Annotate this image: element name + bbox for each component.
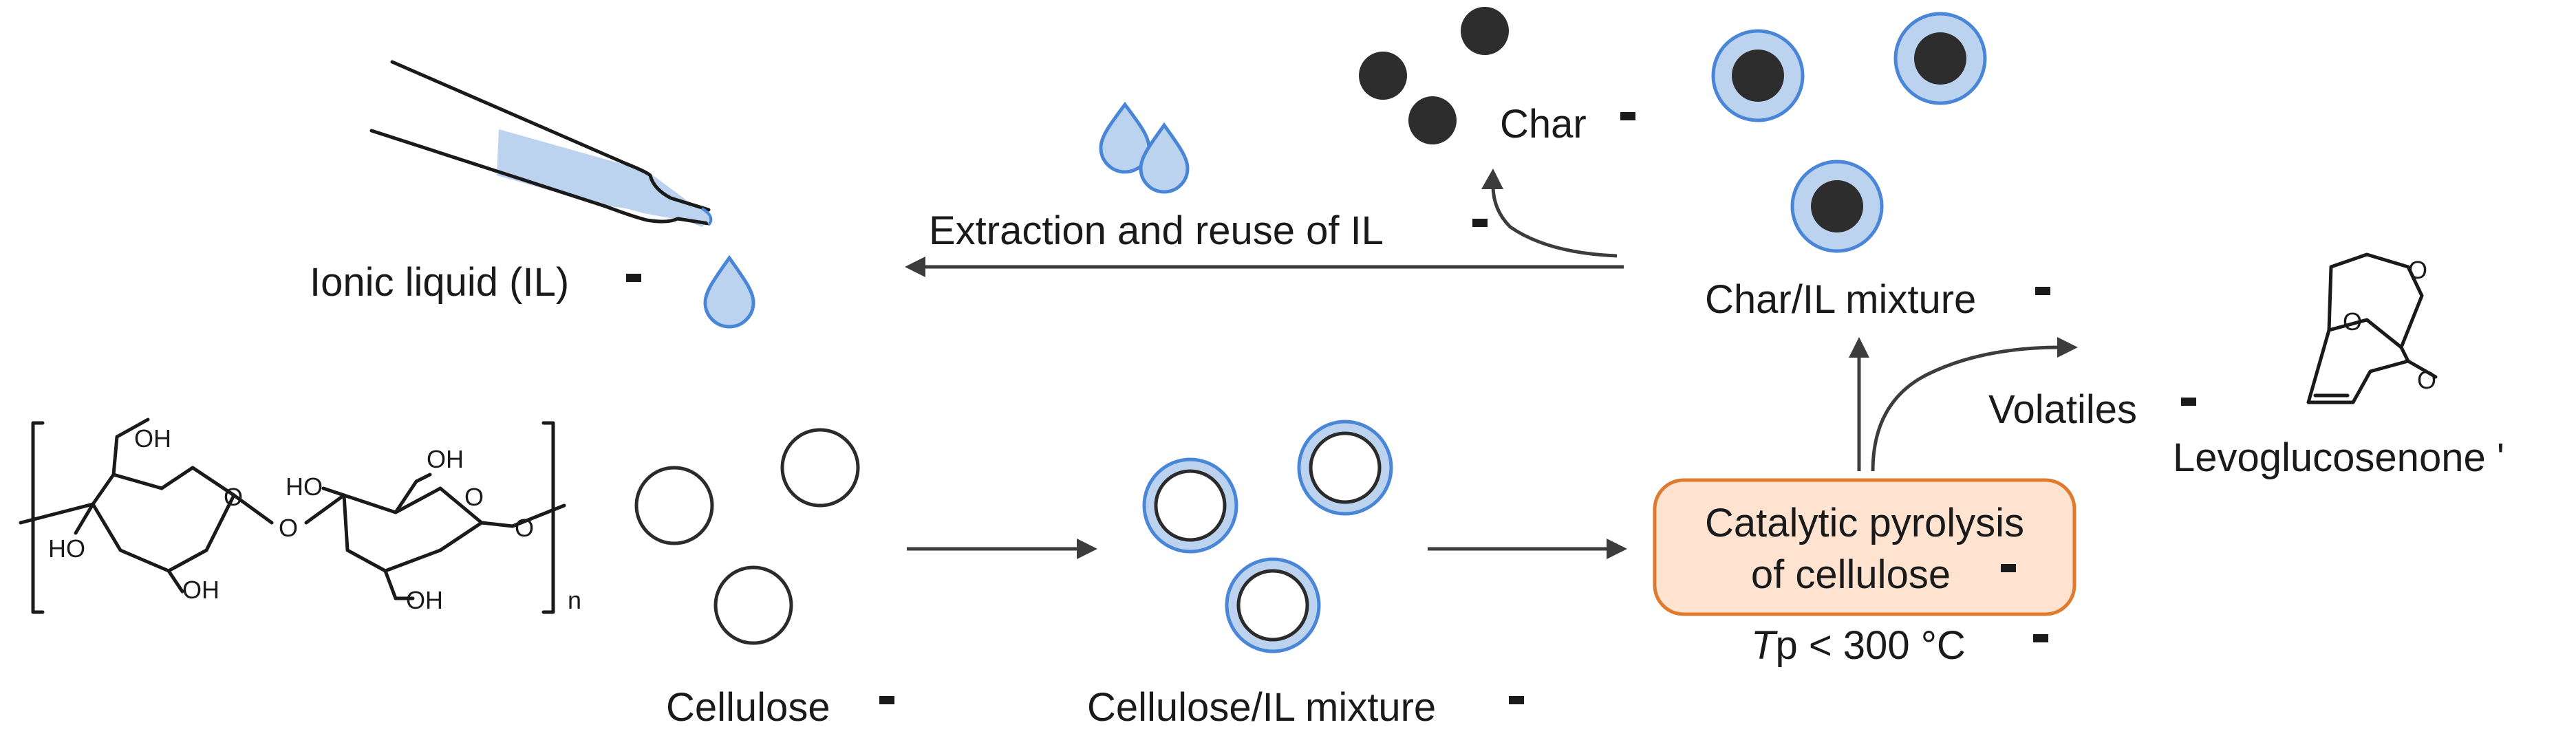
cellulose-particle (780, 428, 860, 508)
reference-marker (1509, 696, 1524, 704)
label-cellulose-il-mixture: Cellulose/IL mixture (1087, 685, 1436, 730)
char-particle (1359, 52, 1407, 100)
hydroxyl-label: OH (427, 445, 464, 473)
reference-marker (2033, 634, 2048, 642)
recycled-il-drop-icon (1139, 122, 1190, 194)
cellulose-particle (713, 565, 793, 645)
char-separation-arrow (1491, 185, 1618, 258)
oxygen-label: O (2408, 256, 2427, 284)
levoglucosenone-structure: O O O (2306, 252, 2438, 404)
cellulose-il-particle (1225, 557, 1321, 653)
recycled-il-drop-icon (1099, 101, 1151, 174)
terminal-oxygen-label: O (515, 514, 534, 542)
pyrolysis-box (1653, 478, 2076, 616)
reference-marker (1620, 112, 1635, 120)
reference-marker (1472, 219, 1488, 227)
char-particle (1461, 7, 1509, 55)
hydroxyl-label: HO (48, 534, 85, 563)
heating-arrow-head (1607, 539, 1627, 559)
label-pyrolysis-line2: of cellulose (1751, 552, 1951, 597)
ring-oxygen-label: O (464, 483, 484, 511)
label-levoglucosenone: Levoglucosenone ' (2173, 435, 2504, 480)
cellulose-il-particle (1142, 457, 1238, 554)
reference-marker (2035, 287, 2050, 295)
reference-marker (626, 274, 641, 282)
char-separation-arrow-head (1481, 169, 1503, 189)
glycosidic-oxygen-label: O (279, 514, 298, 542)
repeat-index-label: n (568, 586, 581, 614)
oxygen-label: O (2343, 307, 2362, 336)
label-cellulose: Cellulose (666, 685, 830, 730)
pipette-icon (369, 60, 713, 227)
volatiles-arrow (1871, 345, 2061, 472)
label-ionic-liquid: Ionic liquid (IL) (310, 260, 569, 305)
left-bracket (31, 421, 45, 614)
cellulose-il-particle (1297, 420, 1393, 516)
label-pyrolysis-line1: Catalytic pyrolysis (1705, 501, 2024, 545)
char-il-particle (1893, 12, 1987, 105)
char-il-particle (1711, 29, 1805, 122)
hydroxyl-label: OH (406, 586, 443, 614)
hydroxyl-label: OH (182, 576, 219, 604)
volatiles-arrow-head (2057, 337, 2078, 358)
label-extraction: Extraction and reuse of IL (929, 208, 1384, 253)
label-temperature: Tp < 300 °C (1751, 623, 1966, 668)
reference-marker (2001, 564, 2016, 572)
char-formation-arrow-head (1849, 337, 1869, 358)
hydroxyl-label: OH (134, 424, 171, 453)
oxygen-label: O (2417, 366, 2436, 394)
ring-oxygen-label: O (224, 483, 243, 511)
cellulose-particle (634, 466, 714, 545)
reference-marker (2181, 398, 2196, 406)
mixing-arrow-head (1077, 539, 1097, 559)
hydroxyl-label: HO (286, 473, 323, 501)
label-char-il-mixture: Char/IL mixture (1705, 277, 1976, 322)
il-drop-icon (703, 254, 755, 329)
reference-marker (879, 696, 894, 704)
label-char: Char (1500, 102, 1587, 146)
cellulose-structure: OH HO OH HO OH OH O O O O n (19, 417, 581, 614)
extraction-arrow-head (905, 257, 925, 277)
char-il-particle (1790, 160, 1884, 253)
right-bracket (541, 421, 555, 614)
label-volatiles: Volatiles (1988, 387, 2137, 432)
char-particle (1408, 96, 1457, 144)
